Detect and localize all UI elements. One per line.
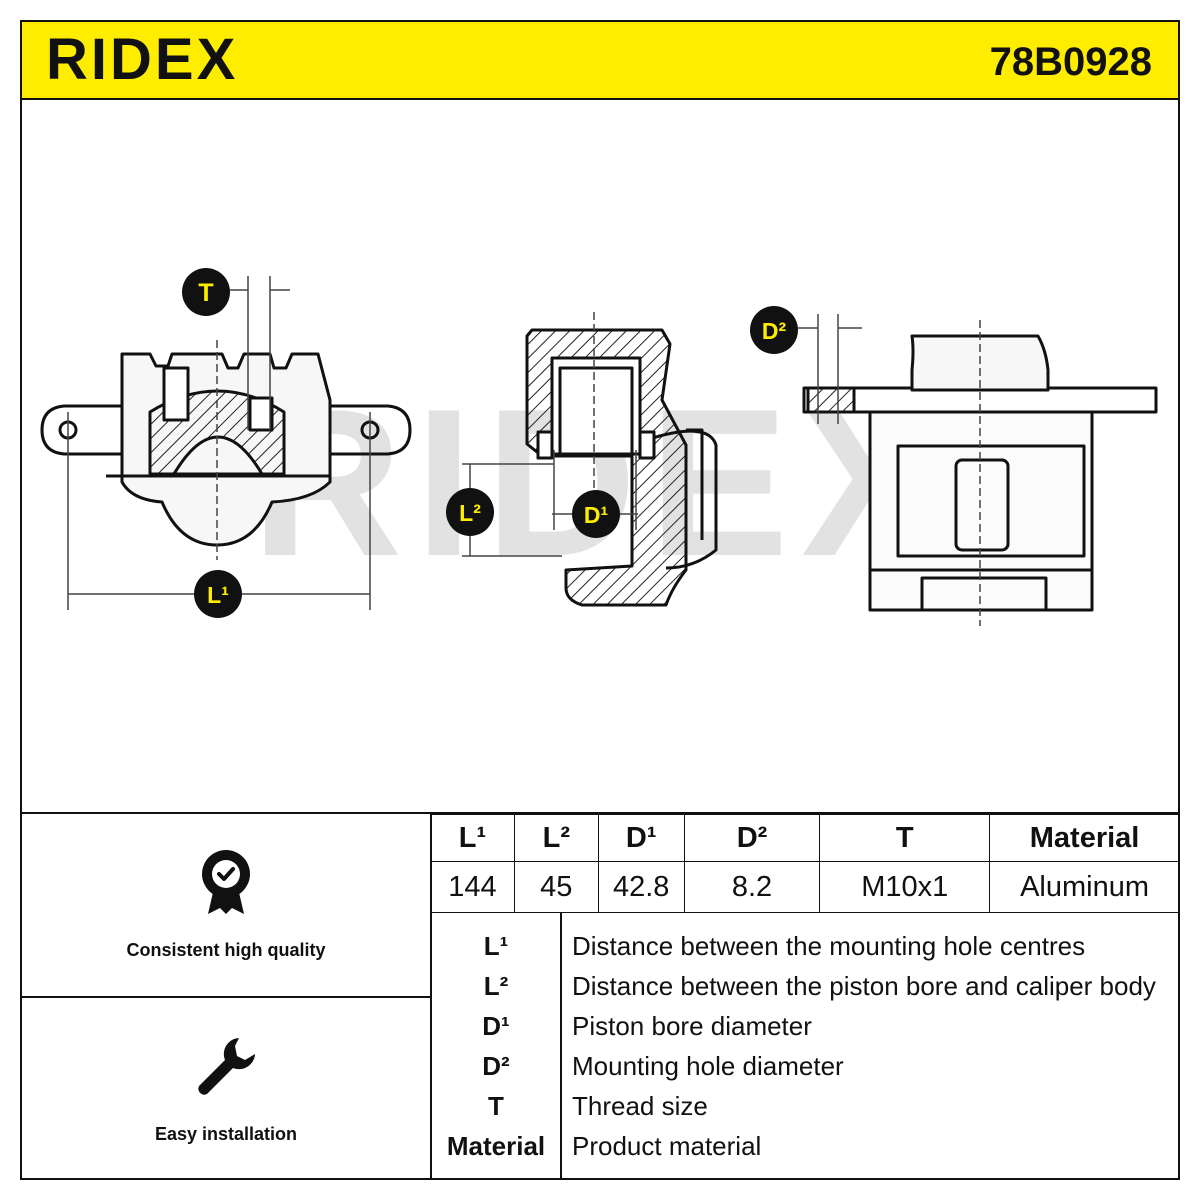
- spec-value: 8.2: [683, 861, 821, 913]
- feature-installation: Easy installation: [22, 1034, 430, 1145]
- svg-text:T: T: [198, 279, 213, 307]
- legend-key: D²: [482, 1051, 510, 1081]
- feature-quality: Consistent high quality: [22, 848, 430, 961]
- spec-value: 144: [430, 861, 515, 913]
- badge-l1: L¹: [194, 570, 242, 618]
- brand-logo: RIDEX: [46, 27, 239, 92]
- feature-installation-label: Easy installation: [154, 1124, 298, 1144]
- spec-table: L¹ L² D¹ D² T Material 144 45 42.8 8.2 M…: [430, 814, 1180, 913]
- badge-t: T: [182, 268, 230, 316]
- legend-desc: Thread size: [572, 1091, 708, 1121]
- legend-divider: [560, 912, 562, 1180]
- legend-key: T: [488, 1091, 504, 1121]
- legend-row: Material Product material: [432, 1126, 1178, 1166]
- badge-l2: L²: [446, 488, 494, 536]
- spec-header: D¹: [597, 814, 685, 862]
- svg-text:D²: D²: [762, 318, 787, 344]
- legend-row: L² Distance between the piston bore and …: [432, 966, 1178, 1006]
- spec-header: L²: [513, 814, 599, 862]
- quality-badge-icon: [202, 850, 250, 914]
- legend-desc: Distance between the mounting hole centr…: [572, 931, 1086, 961]
- svg-text:D¹: D¹: [584, 502, 608, 528]
- spec-header: T: [819, 814, 991, 862]
- spec-header: L¹: [430, 814, 515, 862]
- legend-key: Material: [446, 1131, 546, 1161]
- legend-desc: Distance between the piston bore and cal…: [572, 971, 1156, 1001]
- spec-value: Aluminum: [989, 861, 1180, 913]
- legend-row: T Thread size: [432, 1086, 1178, 1126]
- spec-header-row: L¹ L² D¹ D² T Material: [430, 814, 1180, 862]
- caliper-drawing: RIDEX: [40, 268, 1158, 626]
- legend-key: D¹: [482, 1011, 510, 1041]
- wrench-icon: [198, 1038, 255, 1095]
- legend-key: L²: [483, 971, 509, 1001]
- spec-value: 42.8: [597, 861, 685, 913]
- front-view: [40, 352, 412, 547]
- legend-row: L¹ Distance between the mounting hole ce…: [432, 926, 1178, 966]
- legend-desc: Product material: [572, 1131, 762, 1161]
- bottom-divider: [20, 812, 1180, 814]
- spec-header: Material: [989, 814, 1180, 862]
- feature-row-divider: [20, 996, 430, 998]
- feature-quality-label: Consistent high quality: [126, 940, 326, 960]
- svg-text:L¹: L¹: [207, 582, 229, 608]
- legend-desc: Piston bore diameter: [572, 1011, 812, 1041]
- dimension-legend: L¹ Distance between the mounting hole ce…: [432, 926, 1178, 1166]
- part-number: 78B0928: [989, 40, 1152, 84]
- legend-row: D² Mounting hole diameter: [432, 1046, 1178, 1086]
- legend-desc: Mounting hole diameter: [572, 1051, 844, 1081]
- feature-divider: [430, 812, 432, 1180]
- svg-text:L²: L²: [459, 500, 481, 526]
- spec-value: M10x1: [819, 861, 991, 913]
- section-view: [525, 328, 718, 607]
- header-bar: RIDEX 78B0928: [20, 20, 1180, 100]
- spec-value-row: 144 45 42.8 8.2 M10x1 Aluminum: [430, 861, 1180, 913]
- spec-header: D²: [683, 814, 821, 862]
- badge-d1: D¹: [572, 490, 620, 538]
- badge-d2: D²: [750, 306, 798, 354]
- legend-row: D¹ Piston bore diameter: [432, 1006, 1178, 1046]
- spec-value: 45: [513, 861, 599, 913]
- legend-key: L¹: [483, 931, 509, 961]
